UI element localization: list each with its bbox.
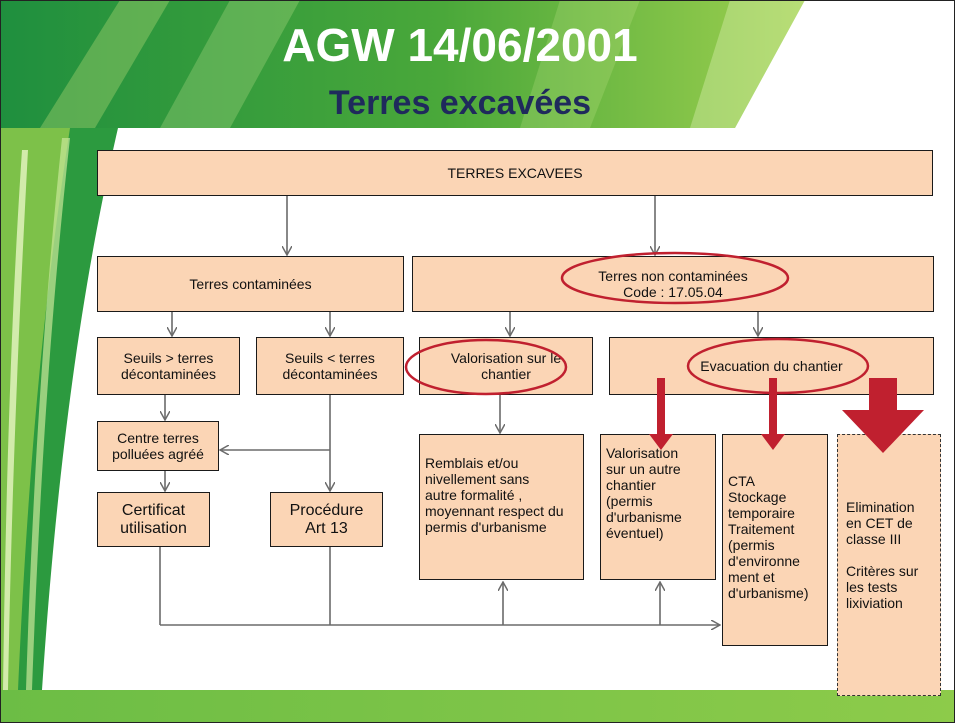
- node-remblais-label: Remblais et/ou nivellement sans autre fo…: [425, 455, 564, 535]
- node-elimination-cet: Elimination en CET de classe III Critère…: [837, 434, 941, 696]
- node-seuils-inferieurs: Seuils < terres décontaminées: [256, 337, 404, 395]
- slide-title: AGW 14/06/2001: [282, 19, 638, 71]
- node-elimination-cet-label: Elimination en CET de classe III Critère…: [846, 499, 919, 611]
- slide-subtitle: Terres excavées: [328, 84, 592, 122]
- node-centre-terres-polluees-label: Centre terres polluées agréé: [112, 430, 204, 462]
- left-green-swoosh: [0, 128, 118, 690]
- node-valorisation-chantier: Valorisation sur le chantier: [419, 337, 593, 395]
- node-remblais: Remblais et/ou nivellement sans autre fo…: [419, 434, 584, 580]
- node-valorisation-autre-chantier-label: Valorisation sur un autre chantier (perm…: [606, 445, 682, 541]
- node-valorisation-autre-chantier: Valorisation sur un autre chantier (perm…: [600, 434, 716, 580]
- node-seuils-inferieurs-label: Seuils < terres décontaminées: [282, 350, 378, 382]
- node-terres-non-contaminees: Terres non contaminées Code : 17.05.04: [412, 256, 934, 312]
- node-certificat-utilisation-label: Certificat utilisation: [120, 501, 187, 537]
- node-terres-contaminees-label: Terres contaminées: [189, 276, 312, 292]
- node-seuils-superieurs: Seuils > terres décontaminées: [97, 337, 240, 395]
- node-procedure-art13: Procédure Art 13: [270, 492, 383, 547]
- node-valorisation-chantier-label: Valorisation sur le chantier: [450, 350, 562, 382]
- node-terres-contaminees: Terres contaminées: [97, 256, 404, 312]
- node-cta-stockage-label: CTA Stockage temporaire Traitement (perm…: [728, 473, 809, 601]
- node-terres-excavees-label: TERRES EXCAVEES: [447, 165, 583, 181]
- node-procedure-art13-label: Procédure Art 13: [289, 501, 364, 537]
- node-terres-excavees: TERRES EXCAVEES: [97, 150, 933, 196]
- node-certificat-utilisation: Certificat utilisation: [97, 492, 210, 547]
- node-evacuation-chantier-label: Evacuation du chantier: [700, 358, 843, 374]
- node-evacuation-chantier: Evacuation du chantier: [609, 337, 934, 395]
- footer-green-band: [0, 690, 955, 723]
- node-cta-stockage: CTA Stockage temporaire Traitement (perm…: [722, 434, 828, 646]
- title-green-band: [0, 0, 805, 128]
- node-seuils-superieurs-label: Seuils > terres décontaminées: [121, 350, 216, 382]
- node-terres-non-contaminees-label: Terres non contaminées Code : 17.05.04: [598, 268, 748, 300]
- node-centre-terres-polluees: Centre terres polluées agréé: [97, 421, 219, 471]
